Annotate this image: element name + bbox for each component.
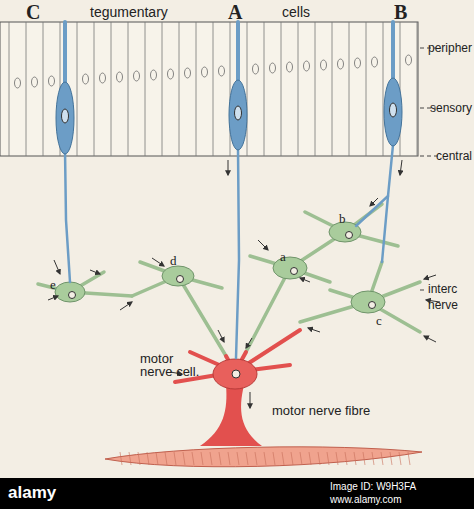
part-label: sensory xyxy=(430,102,472,114)
motor-nerve-fibre xyxy=(200,385,262,446)
watermark: www.alamy.com xyxy=(330,495,402,505)
layer-label: cells xyxy=(282,5,310,19)
sensory-cell-bodies xyxy=(56,78,402,154)
sensory-fibres xyxy=(65,22,393,358)
muscle-fibre xyxy=(105,447,422,467)
callout-letter: c xyxy=(376,314,382,327)
part-label: motor nerve cell. xyxy=(140,352,202,378)
ground xyxy=(0,0,474,478)
part-label: peripher xyxy=(428,42,472,54)
nucleus xyxy=(232,370,240,378)
part-label: central xyxy=(436,150,472,162)
callout-letter: a xyxy=(280,250,286,263)
layer-label: tegumentary xyxy=(90,5,168,19)
callout-letter: e xyxy=(50,278,56,291)
watermark-bar xyxy=(0,478,474,509)
nuclei xyxy=(69,232,376,309)
figure-letter: A xyxy=(228,2,242,22)
muscle-striation xyxy=(120,452,410,465)
figure-letter: B xyxy=(394,2,407,22)
tegumentary-layer xyxy=(0,22,418,156)
watermark: alamy xyxy=(8,484,56,501)
part-label: motor nerve fibre xyxy=(272,404,370,417)
figure-letter: C xyxy=(26,2,40,22)
part-label: nerve xyxy=(428,299,458,311)
intercalated-processes xyxy=(38,204,420,356)
part-label: interc xyxy=(428,283,457,295)
callout-letter: d xyxy=(170,254,177,267)
impulse-arrows xyxy=(48,160,440,408)
intercalated-cell-bodies xyxy=(55,222,385,313)
watermark: Image ID: W9H3FA xyxy=(330,482,416,492)
leader-lines xyxy=(420,48,440,290)
nuclei xyxy=(62,103,397,123)
motor-nerve-cell xyxy=(213,359,257,389)
callout-letter: b xyxy=(339,212,346,225)
